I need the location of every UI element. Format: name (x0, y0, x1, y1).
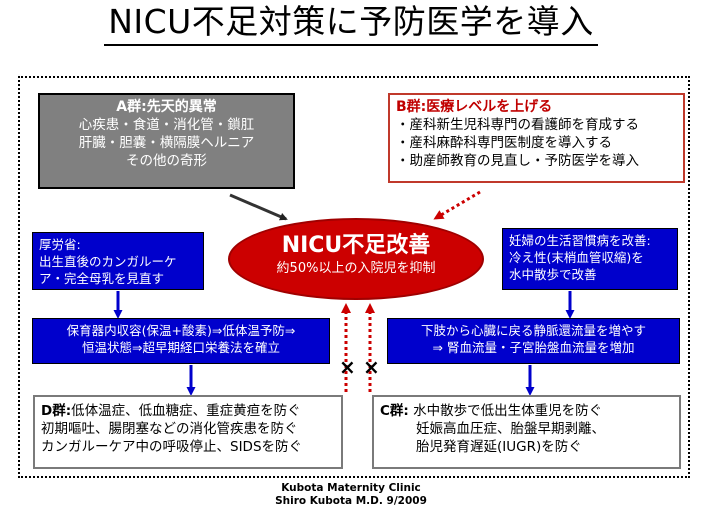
group-b-line: ・助産師教育の見直し・予防医学を導入 (396, 153, 639, 169)
group-a-line: 心疾患・食道・消化管・鎖肛 (78, 117, 255, 133)
x-mark-left: × (339, 355, 356, 379)
left-note-line: ア・完全母乳を見直す (39, 271, 165, 286)
group-c-line: 胎児発育遅延(IUGR)を防ぐ (416, 439, 582, 455)
right-note-line: 冷え性(末梢血管収縮)を (509, 250, 644, 265)
credit-clinic: Kubota Maternity Clinic (281, 482, 421, 494)
group-d-line: カンガルーケア中の呼吸停止、SIDSを防ぐ (41, 439, 303, 455)
group-c-line: 水中散歩で低出生体重児を防ぐ (413, 403, 603, 419)
group-c-line: 妊娠高血圧症、胎盤早期剥離、 (416, 421, 605, 437)
group-d-box: D群:低体温症、低血糖症、重症黄疸を防ぐ 初期嘔吐、腸閉塞などの消化管疾患を防ぐ… (33, 395, 343, 469)
group-b-line: ・産科麻酔科専門医制度を導入する (396, 135, 612, 151)
group-a-line: その他の奇形 (126, 153, 207, 169)
right-note-box: 妊婦の生活習慣病を改善: 冷え性(末梢血管収縮)を 水中散歩で改善 (502, 228, 678, 290)
right-note-line: 妊婦の生活習慣病を改善: (509, 233, 651, 248)
group-b-heading: B群:医療レベルを上げる (396, 99, 553, 115)
credit: Kubota Maternity Clinic Shiro Kubota M.D… (0, 482, 702, 508)
x-mark-right: × (363, 355, 380, 379)
group-c-first-line: C群: 水中散歩で低出生体重児を防ぐ (380, 402, 673, 420)
left-note-box: 厚労省: 出生直後のカンガルーケ ア・完全母乳を見直す (32, 232, 204, 290)
group-c-box: C群: 水中散歩で低出生体重児を防ぐ 妊娠高血圧症、胎盤早期剥離、 胎児発育遅延… (372, 395, 681, 469)
group-d-heading: D群: (41, 403, 72, 419)
group-b-line: ・産科新生児科専門の看護師を育成する (396, 117, 639, 133)
right-mid-line: ⇒ 腎血流量・子宮胎盤血流量を増加 (432, 340, 635, 355)
right-mid-box: 下肢から心臓に戻る静脈還流量を増やす ⇒ 腎血流量・子宮胎盤血流量を増加 (387, 318, 680, 364)
group-a-box: A群:先天的異常 心疾患・食道・消化管・鎖肛 肝臓・胆嚢・横隔膜ヘルニア その他… (38, 93, 295, 189)
left-mid-box: 保育器内収容(保温+酸素)⇒低体温予防⇒ 恒温状態⇒超早期経口栄養法を確立 (32, 318, 330, 364)
title-underline (104, 44, 598, 46)
group-c-heading: C群: (380, 403, 409, 419)
center-ellipse: NICU不足改善 約50%以上の入院児を抑制 (228, 218, 484, 300)
right-note-line: 水中散歩で改善 (509, 267, 597, 282)
left-note-line: 出生直後のカンガルーケ (39, 254, 177, 269)
group-d-first-line: D群:低体温症、低血糖症、重症黄疸を防ぐ (41, 402, 335, 420)
dotted-frame (18, 76, 690, 478)
group-d-line: 初期嘔吐、腸閉塞などの消化管疾患を防ぐ (41, 421, 298, 437)
left-mid-line: 恒温状態⇒超早期経口栄養法を確立 (82, 340, 280, 355)
group-a-heading: A群:先天的異常 (116, 99, 217, 115)
left-mid-line: 保育器内収容(保温+酸素)⇒低体温予防⇒ (66, 323, 296, 338)
left-note-line: 厚労省: (39, 237, 81, 252)
group-b-box: B群:医療レベルを上げる ・産科新生児科専門の看護師を育成する ・産科麻酔科専門… (388, 93, 685, 183)
page-title: NICU不足対策に予防医学を導入 (108, 2, 594, 41)
credit-author: Shiro Kubota M.D. 9/2009 (275, 495, 427, 507)
group-d-line: 低体温症、低血糖症、重症黄疸を防ぐ (71, 403, 301, 419)
right-mid-line: 下肢から心臓に戻る静脈還流量を増やす (420, 323, 646, 338)
arrow-a-to-center (229, 193, 288, 221)
center-main-text: NICU不足改善 (281, 233, 431, 258)
arrow-b-to-center (433, 190, 481, 220)
center-sub-text: 約50%以上の入院児を抑制 (276, 261, 436, 276)
group-a-line: 肝臓・胆嚢・横隔膜ヘルニア (78, 135, 255, 151)
